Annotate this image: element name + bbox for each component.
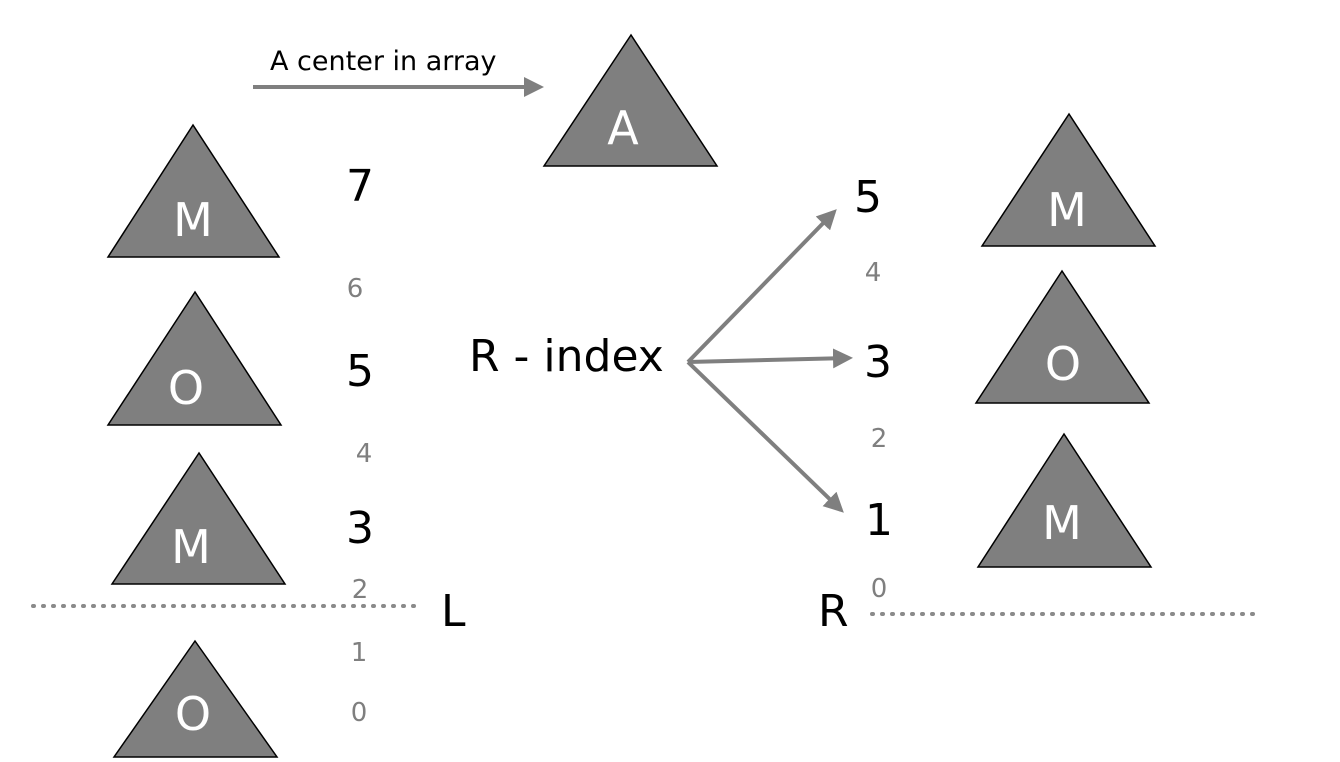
right-triangle-3: M: [976, 432, 1153, 568]
left-index-big: 5: [346, 346, 374, 397]
left-index-small: 6: [347, 274, 364, 304]
left-index-small: 2: [352, 575, 369, 605]
left-triangle-label: M: [173, 193, 213, 247]
right-triangle-1: M: [980, 112, 1157, 247]
right-triangle-2: O: [974, 269, 1151, 404]
center-node: A: [542, 33, 719, 167]
arrow-to-middle: [687, 348, 853, 369]
left-triangle-3: M: [110, 451, 287, 585]
caption-text: A center in array: [270, 46, 497, 77]
left-triangle-label: O: [175, 687, 211, 741]
right-marker: R: [818, 586, 849, 637]
left-triangle-2: O: [106, 290, 283, 426]
left-triangles: M O M O: [106, 123, 287, 758]
right-triangle-label: O: [1045, 337, 1081, 391]
left-index-big: 3: [346, 503, 374, 554]
left-triangle-1: M: [106, 123, 281, 258]
index-arrows: [686, 209, 853, 513]
center-node-label: A: [607, 101, 639, 155]
left-index-small: 1: [351, 638, 368, 668]
left-index-small: 0: [351, 698, 368, 728]
right-index-big: 3: [864, 337, 892, 388]
arrow-to-top: [686, 209, 837, 364]
center-label: R - index: [469, 331, 664, 382]
left-indices: 7 6 5 4 3 2 1 0: [346, 161, 374, 728]
left-index-small: 4: [356, 439, 373, 469]
left-triangle-label: M: [171, 520, 211, 574]
right-index-small: 2: [871, 424, 888, 454]
center-triangle: [542, 33, 719, 167]
right-triangle-label: M: [1042, 496, 1082, 550]
left-triangle-4: O: [112, 639, 279, 758]
right-triangle-label: M: [1047, 183, 1087, 237]
right-triangles: M O M: [974, 112, 1157, 568]
right-index-big: 5: [854, 172, 882, 223]
left-index-big: 7: [346, 161, 374, 212]
left-triangle-label: O: [168, 361, 204, 415]
right-index-big: 1: [865, 495, 893, 546]
right-index-small: 4: [865, 258, 882, 288]
left-marker: L: [441, 586, 466, 637]
right-indices: 5 4 3 2 1 0: [854, 172, 893, 604]
arrow-to-bottom: [686, 360, 844, 513]
right-index-small: 0: [871, 574, 888, 604]
